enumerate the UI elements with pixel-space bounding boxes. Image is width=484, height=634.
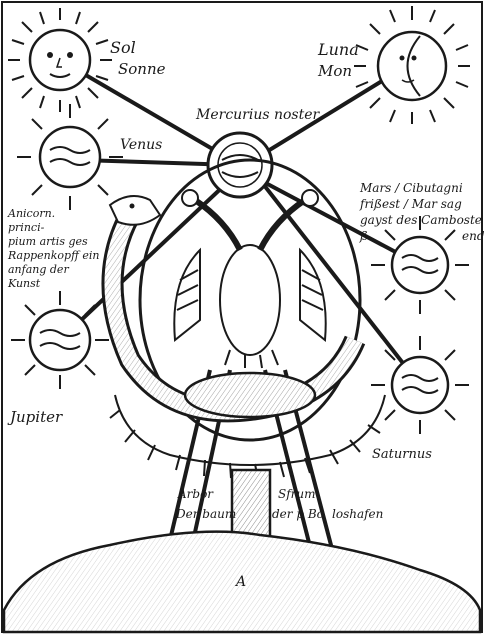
label-mars-line-4: ß [360, 230, 368, 243]
star-venus [17, 104, 123, 210]
label-jupiter: Jupiter [10, 410, 62, 426]
star-saturnus [371, 336, 469, 434]
label-der-ps: der p Bo [272, 508, 324, 521]
label-anicornu-4: Rappenkopff ein [8, 250, 100, 262]
label-mercurius: Mercurius noster [196, 108, 319, 123]
label-mars-line-3: gayst des Camboste [360, 214, 482, 227]
label-loshafen: loshafen [332, 508, 383, 521]
star-jupiter [11, 291, 109, 389]
label-anicornu-5: anfang der [8, 264, 69, 276]
label-arbor: Arbor [178, 488, 213, 501]
label-anicornu-3: pium artis ges [8, 236, 88, 248]
label-ground-letter: A [236, 575, 246, 590]
label-luna: Luna [318, 42, 359, 59]
sun-sol [8, 8, 112, 112]
star-mars [371, 216, 469, 314]
nest [185, 373, 315, 417]
label-mars-line-1: Mars / Cibutagni [360, 182, 463, 195]
label-sfrum: Sfrum [278, 488, 316, 501]
label-anicornu-2: princi- [8, 222, 44, 234]
label-venus: Venus [120, 138, 162, 153]
eagle [174, 190, 325, 368]
label-sonne: Sonne [118, 62, 166, 78]
label-anicornu-1: Anicorn. [8, 208, 55, 220]
label-mars-line-5: end [462, 230, 484, 243]
label-anicornu-6: Kunst [8, 278, 40, 290]
label-der-baum: Der baum [176, 508, 236, 521]
label-saturnus: Saturnus [372, 448, 432, 462]
label-mars-line-2: frißest / Mar sag [360, 198, 462, 211]
label-mon: Mon [318, 64, 352, 80]
moon-luna [354, 6, 470, 124]
label-sol: Sol [110, 40, 136, 57]
